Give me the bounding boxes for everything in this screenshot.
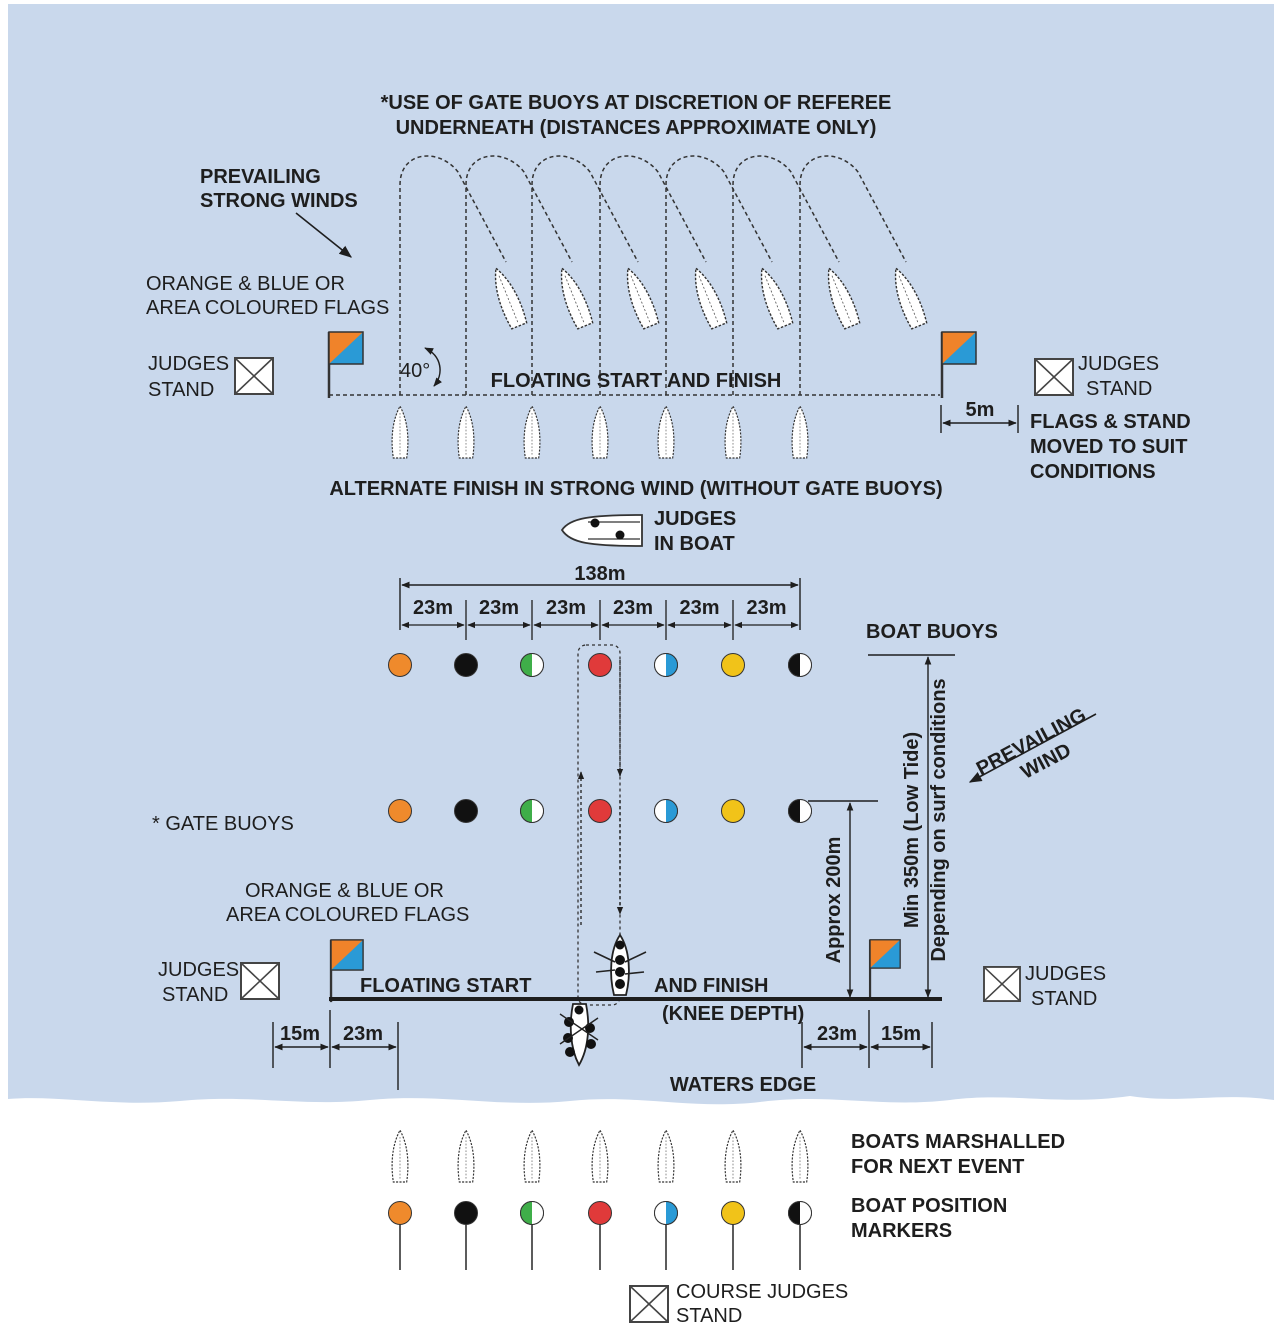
judges-stand-left-box [234,357,274,395]
sea-area [8,4,1274,1105]
waters-edge-label: WATERS EDGE [670,1074,816,1096]
spacing-label-6: 23m [746,597,786,619]
judges-boat-icon [560,514,643,547]
flags-moved-line3: CONDITIONS [1030,461,1156,483]
course-judges-line2: STAND [676,1305,742,1326]
boat-position-markers-line1: BOAT POSITION [851,1195,1007,1217]
gate-buoy-6 [721,799,745,823]
shore-dimensions-left [272,1010,399,1090]
twenty-three-m-left-label: 23m [343,1023,383,1045]
spacing-label-3: 23m [546,597,586,619]
min-350-label: Min 350m (Low Tide) [901,732,923,928]
knee-depth-label: (KNEE DEPTH) [662,1003,804,1025]
boat-buoy-5 [654,653,678,677]
judges-stand-left-line2: STAND [148,379,214,401]
flags-top-line2: AREA COLOURED FLAGS [146,297,389,319]
approx-200-label: Approx 200m [823,837,845,964]
prevailing-strong-winds-line1: PREVAILING [200,166,321,188]
total-distance-label: 138m [574,563,625,585]
depending-label: Depending on surf conditions [928,678,950,961]
gate-buoys-label: * GATE BUOYS [152,813,294,835]
boats-marshalled-line1: BOATS MARSHALLED [851,1131,1065,1153]
boat-buoy-6 [721,653,745,677]
position-marker-7 [788,1201,812,1225]
judges-stand-bottom-right-box [983,965,1021,1003]
spacing-label-4: 23m [613,597,653,619]
buoy-spacing-dimensions: 23m 23m 23m 23m 23m 23m [401,597,799,640]
boat-buoys-row [388,653,812,677]
crewed-boat-starting [559,1003,599,1067]
and-finish-label: AND FINISH [654,975,768,997]
position-marker-4 [588,1201,612,1225]
gate-buoy-4 [588,799,612,823]
fifteen-m-left-label: 15m [280,1023,320,1045]
spacing-label-1: 23m [413,597,453,619]
crewed-boat-finishing [593,933,647,996]
course-judges-line1: COURSE JUDGES [676,1281,848,1303]
position-marker-6 [721,1201,745,1225]
strong-wind-arrow [295,212,352,258]
gate-buoys-row [388,799,812,823]
boat-buoy-1 [388,653,412,677]
angle-arc [424,347,442,387]
boat-buoy-2 [454,653,478,677]
boat-position-markers-row [388,1201,812,1270]
judges-in-boat-line1: JUDGES [654,508,736,530]
alternate-finish-label: ALTERNATE FINISH IN STRONG WIND (WITHOUT… [329,478,942,500]
judges-stand-bottom-right-line1: JUDGES [1025,963,1106,985]
judges-stand-bottom-right-line2: STAND [1031,988,1097,1010]
course-judges-stand-box [629,1285,669,1323]
boats-marshalled-line2: FOR NEXT EVENT [851,1156,1024,1178]
fifteen-m-right-label: 15m [881,1023,921,1045]
flags-top-line1: ORANGE & BLUE OR [146,273,345,295]
boat-buoy-7 [788,653,812,677]
judges-in-boat-line2: IN BOAT [654,533,735,555]
gate-buoy-7 [788,799,812,823]
shore-dimensions-right [801,1010,933,1068]
position-marker-2 [454,1201,478,1225]
gate-buoy-note-line1: *USE OF GATE BUOYS AT DISCRETION OF REFE… [381,92,892,114]
flags-moved-line2: MOVED TO SUIT [1030,436,1187,458]
floating-start-finish-top-label: FLOATING START AND FINISH [491,370,782,392]
judges-stand-right-line2: STAND [1086,378,1152,400]
floating-start-label: FLOATING START [360,975,531,997]
flags-bottom-line2: AREA COLOURED FLAGS [226,904,469,926]
prevailing-strong-winds-line2: STRONG WINDS [200,190,358,212]
boat-buoys-label: BOAT BUOYS [866,621,998,643]
gate-buoy-2 [454,799,478,823]
position-marker-3 [520,1201,544,1225]
judges-stand-bottom-left-line1: JUDGES [158,959,239,981]
judges-stand-left-line1: JUDGES [148,353,229,375]
spacing-label-5: 23m [679,597,719,619]
judges-stand-right-line1: JUDGES [1078,353,1159,375]
twenty-three-m-right-label: 23m [817,1023,857,1045]
judges-stand-right-box [1034,358,1074,396]
flags-bottom-line1: ORANGE & BLUE OR [245,880,444,902]
spacing-label-2: 23m [479,597,519,619]
gate-buoy-3 [520,799,544,823]
flags-moved-line1: FLAGS & STAND [1030,411,1191,433]
judges-stand-bottom-left-box [240,962,280,1000]
gate-buoy-5 [654,799,678,823]
prevailing-wind-arrow [968,713,1097,783]
gate-buoy-note-line2: UNDERNEATH (DISTANCES APPROXIMATE ONLY) [396,117,877,139]
position-marker-1 [388,1201,412,1225]
gate-buoy-1 [388,799,412,823]
boat-position-markers-line2: MARKERS [851,1220,952,1242]
angle-label: 40° [400,360,430,382]
boat-buoy-3 [520,653,544,677]
boat-buoy-4 [588,653,612,677]
position-marker-5 [654,1201,678,1225]
judges-stand-bottom-left-line2: STAND [162,984,228,1006]
five-m-label: 5m [966,399,995,421]
